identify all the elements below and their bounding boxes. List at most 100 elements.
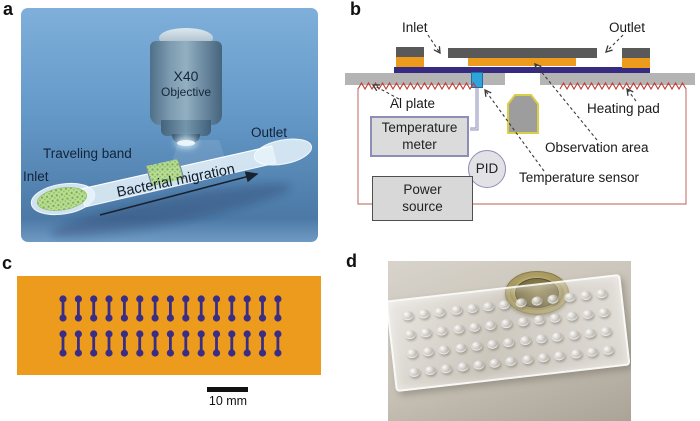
device-well — [466, 303, 479, 314]
dumbbell-well — [74, 330, 82, 338]
device-well — [419, 327, 432, 338]
panel-a-scene: X40 Objective Traveling band Inlet Outle… — [21, 8, 318, 242]
dumbbell-well — [166, 349, 174, 357]
panel-b-label: b — [350, 0, 361, 19]
objective-body — [150, 41, 222, 125]
heating-pad-pointer-arrow — [627, 89, 637, 102]
device-well — [450, 305, 463, 316]
device-well — [551, 331, 564, 342]
observation-area-label: Observation area — [545, 140, 649, 155]
device-well — [500, 318, 513, 329]
dumbbell-well — [90, 295, 98, 303]
panel-c-chip-layout — [17, 276, 321, 375]
dumbbell-channel — [261, 299, 264, 318]
device-well — [422, 346, 435, 357]
device-well — [440, 363, 453, 374]
panel-c-label: c — [2, 253, 13, 273]
objective-magnification: X40 — [173, 68, 199, 84]
dumbbell-well — [274, 349, 282, 357]
outlet-port-body — [622, 58, 650, 68]
band-edge-right — [177, 158, 185, 180]
objective-tip — [172, 134, 200, 143]
dumbbell-well — [182, 314, 190, 322]
dumbbell-channel — [215, 299, 218, 318]
dumbbell-channel — [230, 334, 234, 353]
dumbbell-well — [258, 330, 267, 338]
objective-icon — [507, 94, 539, 134]
device-well — [567, 329, 580, 341]
dumbbell-channel — [77, 299, 80, 318]
traveling-band-region — [146, 159, 184, 186]
chip-top-cover — [448, 48, 597, 58]
device-well — [482, 301, 495, 312]
pid-controller: PID — [468, 150, 506, 188]
band-edge-left — [145, 165, 153, 187]
device-well — [586, 346, 599, 358]
dumbbell-well — [59, 314, 67, 322]
dumbbell-well — [74, 349, 82, 357]
device-well — [514, 297, 527, 308]
dumbbell-channel — [169, 299, 172, 318]
dumbbell-well — [166, 295, 174, 303]
device-well — [600, 326, 613, 337]
sensor-wire-inner — [470, 88, 478, 130]
al-plate-pointer-arrow — [373, 85, 400, 100]
dumbbell-well — [59, 349, 67, 357]
dumbbell-well — [90, 330, 98, 338]
dumbbell-well — [90, 349, 98, 357]
objective-text: X40 Objective — [150, 68, 222, 99]
dumbbell-channel — [92, 299, 96, 318]
device-well — [484, 320, 497, 331]
dumbbell-well — [105, 295, 113, 303]
dumbbell-well — [228, 330, 236, 338]
device-well — [424, 365, 437, 376]
al-plate-label: Al plate — [390, 96, 436, 111]
dumbbell-channel — [153, 334, 157, 353]
device-well — [521, 354, 534, 365]
objective-neck — [161, 120, 211, 136]
dumbbell-well — [212, 314, 221, 322]
device-well — [454, 342, 467, 354]
panel-d-photo — [388, 261, 631, 421]
dumbbell-well — [197, 330, 205, 338]
dumbbell-channel — [123, 334, 126, 353]
dumbbell-well — [197, 349, 205, 357]
dumbbell-channel — [215, 334, 218, 353]
dumbbell-channel — [92, 334, 96, 353]
device-well — [535, 333, 548, 344]
device-well — [470, 341, 483, 352]
device-well — [563, 292, 576, 303]
channel-outlet-well — [253, 138, 313, 166]
outlet-label-a: Outlet — [251, 125, 288, 140]
al-plate-right — [540, 73, 695, 85]
dumbbell-channel — [276, 299, 280, 318]
dumbbell-well — [151, 349, 159, 357]
device-well — [579, 290, 592, 301]
outlet-port-top — [622, 48, 650, 58]
dumbbell-channel — [199, 299, 203, 318]
inlet-port-top — [396, 47, 424, 57]
dumbbell-well — [258, 349, 267, 357]
dumbbell-channel — [107, 334, 111, 353]
dumbbell-well — [212, 349, 221, 357]
dumbbell-well — [243, 314, 251, 322]
objective-lens — [177, 140, 195, 146]
dumbbell-well — [105, 349, 113, 357]
outlet-label-b: Outlet — [609, 20, 646, 35]
dumbbell-channel — [61, 334, 65, 353]
inlet-label-b: Inlet — [402, 20, 428, 35]
dumbbell-well — [120, 349, 128, 357]
slide-shadow — [51, 183, 291, 237]
device-well — [549, 312, 562, 324]
migration-arrow — [99, 171, 259, 216]
dumbbell-channel — [153, 299, 157, 318]
dumbbell-channel — [245, 299, 249, 318]
device-well — [505, 356, 518, 367]
dumbbell-channel — [184, 334, 188, 353]
device-well — [436, 325, 449, 337]
dumbbell-channel — [123, 299, 126, 318]
panel-a-label: a — [3, 0, 14, 19]
dumbbell-well — [228, 295, 236, 303]
dumbbell-well — [105, 314, 113, 322]
dumbbell-well — [274, 314, 282, 322]
